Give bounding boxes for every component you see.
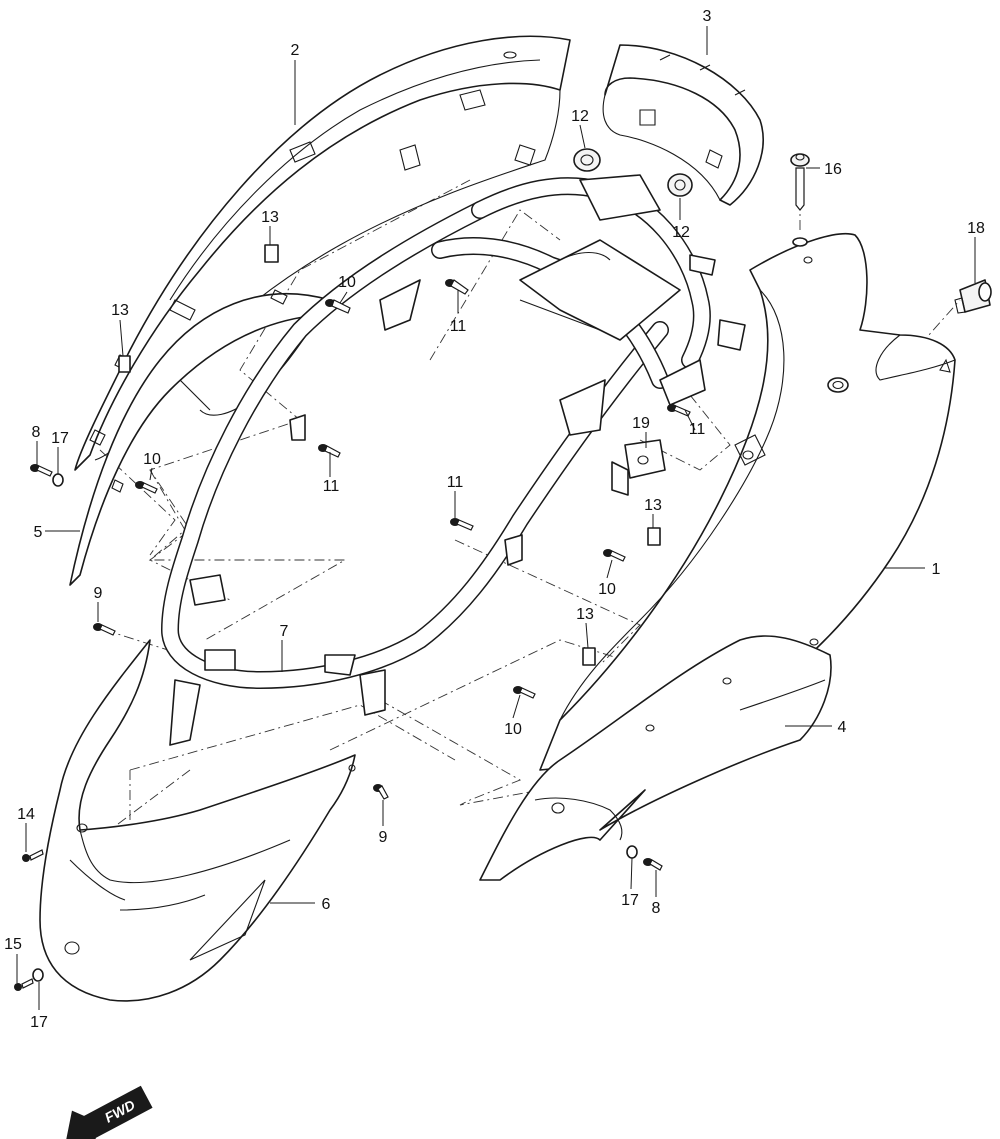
callout-3: 3: [703, 8, 712, 25]
bolt-10-a: [325, 299, 351, 314]
callout-13-d: 13: [576, 606, 594, 623]
callout-10-a: 10: [338, 274, 356, 291]
callout-17-a: 17: [51, 430, 69, 447]
callout-13-b: 13: [111, 302, 129, 319]
bolt-11-a: [445, 279, 469, 295]
part-2-upper-side-cover: [74, 35, 571, 471]
bolt-10-d: [513, 686, 536, 699]
part-6-rear-lower-cover: [39, 639, 356, 1002]
callout-9-b: 9: [379, 829, 388, 846]
bolt-8-b: [643, 858, 663, 871]
callout-8-b: 8: [652, 900, 661, 917]
bolt-11-d: [450, 518, 474, 531]
fwd-arrow-icon: [66, 1085, 153, 1139]
part-18-knob: [954, 279, 992, 314]
callout-12-b: 12: [672, 224, 690, 241]
grommet-12-a: [573, 148, 601, 172]
callout-11-b: 11: [323, 478, 340, 495]
leader-lines: [16, 26, 976, 1010]
fwd-arrow-badge: FWD: [66, 1085, 153, 1139]
washer-17-a: [52, 473, 64, 487]
bolt-15: [14, 978, 34, 991]
callout-14: 14: [17, 806, 35, 823]
clip-13-c: [647, 527, 661, 546]
part-12-grommets: [573, 148, 693, 197]
part-7-frame: [161, 174, 746, 746]
callout-5: 5: [34, 524, 43, 541]
callout-6: 6: [322, 896, 331, 913]
clip-13-b: [118, 355, 131, 373]
callout-11-c: 11: [689, 421, 706, 438]
callout-4: 4: [838, 719, 847, 736]
callout-11-a: 11: [450, 318, 467, 335]
clip-13-a: [264, 244, 279, 263]
grommet-12-b: [667, 173, 693, 197]
callout-13-c: 13: [644, 497, 662, 514]
bolt-9-a: [93, 623, 116, 636]
washer-17-c: [32, 968, 44, 982]
callout-12-a: 12: [571, 108, 589, 125]
screw-14: [22, 849, 44, 862]
callout-11-d: 11: [447, 474, 464, 491]
callout-16: 16: [824, 161, 842, 178]
callout-13-a: 13: [261, 209, 279, 226]
bolt-11-b: [318, 444, 341, 458]
part-19-bracket: [611, 439, 666, 496]
bolt-10-c: [603, 549, 626, 562]
part-3-rear-top-cover: [602, 44, 764, 206]
callout-19: 19: [632, 415, 650, 432]
callout-10-b: 10: [143, 451, 161, 468]
fasteners: [14, 153, 992, 991]
clip-13-d: [582, 647, 596, 666]
washer-17-b: [626, 845, 638, 859]
part-4-lower-side-panel: [479, 635, 832, 881]
callout-18: 18: [967, 220, 985, 237]
callout-1: 1: [932, 561, 941, 578]
callout-2: 2: [291, 42, 300, 59]
part-1-right-side-cover: [539, 232, 956, 771]
washer-16-bottom: [792, 237, 808, 247]
callout-10-d: 10: [504, 721, 522, 738]
bolt-9-b: [373, 784, 389, 800]
callout-10-c: 10: [598, 581, 616, 598]
callout-labels: 2 3 12 12 16 18 13 10 11 13 8 17 10 11 1…: [4, 8, 985, 1031]
callout-17-b: 17: [621, 892, 639, 909]
callout-7: 7: [280, 623, 289, 640]
callout-15: 15: [4, 936, 22, 953]
callout-9-a: 9: [94, 585, 103, 602]
bolt-10-b: [135, 481, 158, 494]
callout-8-a: 8: [32, 424, 41, 441]
callout-17-c: 17: [30, 1014, 48, 1031]
bolt-8-a: [30, 464, 53, 477]
bolt-16: [790, 153, 810, 211]
